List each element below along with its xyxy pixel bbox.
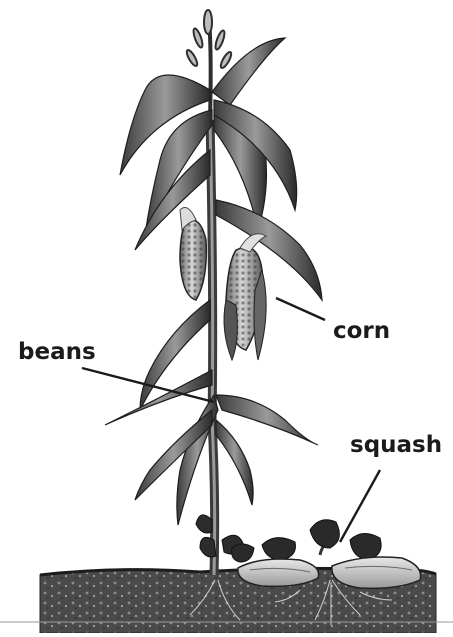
beans-label: beans xyxy=(18,341,96,364)
corn-leader-line xyxy=(276,298,325,320)
corn-ear-small xyxy=(180,208,206,300)
corn-ear xyxy=(224,234,266,360)
squash-label: squash xyxy=(350,434,442,457)
squash-leader-line xyxy=(340,470,380,542)
corn-label: corn xyxy=(333,320,390,343)
corn-plant xyxy=(105,10,322,575)
